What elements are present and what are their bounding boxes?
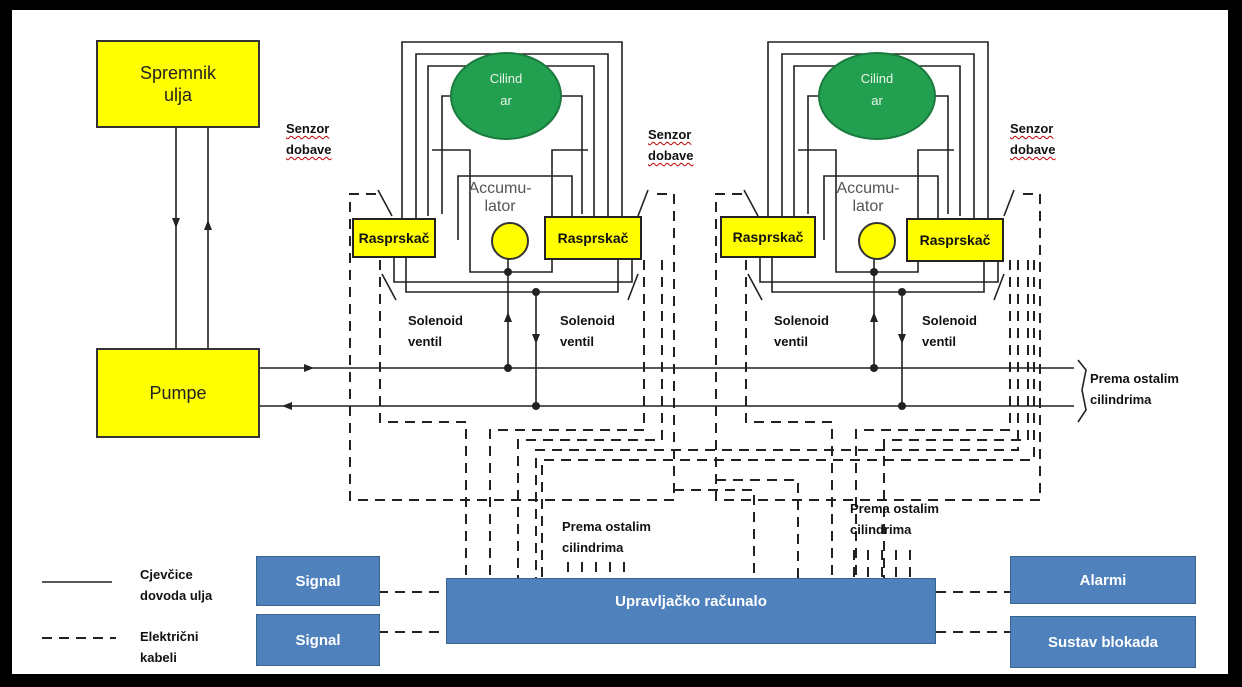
cylinder-2-label: Cilind ar xyxy=(860,71,894,108)
junction-dot xyxy=(504,268,512,276)
pipe-loop xyxy=(457,175,573,240)
flow-arrow xyxy=(870,312,878,322)
cable xyxy=(883,260,1029,578)
cylinder-2: Cilind ar xyxy=(818,52,936,140)
legend-electric-cables-label: Električni kabeli xyxy=(140,629,199,665)
signal-2-label: Signal xyxy=(295,631,341,649)
alarms-label: Alarmi xyxy=(1079,571,1127,589)
oil-tank-label: Spremnik ulja xyxy=(139,63,217,105)
controller-label: Upravljačko računalo xyxy=(615,593,767,610)
sensor-tick xyxy=(637,189,649,217)
sensor-1a-label: Senzor dobave xyxy=(286,121,332,157)
cable-loop xyxy=(715,193,1041,501)
cable xyxy=(489,260,645,578)
accumulator-1-label: Accumu- lator xyxy=(468,180,532,215)
sprayer-2a: Rasprskač xyxy=(720,216,816,258)
blocking-system-box: Sustav blokada xyxy=(1010,616,1196,668)
sensor-tick xyxy=(377,189,393,217)
junction-dot xyxy=(898,288,906,296)
junction-dot xyxy=(870,364,878,372)
flow-arrow xyxy=(204,220,212,230)
sprayer-2b: Rasprskač xyxy=(906,218,1004,262)
valve-tick xyxy=(993,273,1005,301)
cable xyxy=(855,260,1011,578)
pipe-loop xyxy=(401,41,623,220)
alarms-box: Alarmi xyxy=(1010,556,1196,604)
signal-box-2: Signal xyxy=(256,614,380,666)
accumulator-2-label: Accumu- lator xyxy=(836,180,900,215)
sprayer-1b-label: Rasprskač xyxy=(557,230,629,246)
to-others-right-label: Prema ostalim cilindrima xyxy=(1090,371,1179,407)
controller-box: Upravljačko računalo xyxy=(446,578,936,644)
pipe-loop xyxy=(393,256,633,283)
junction-dot xyxy=(532,402,540,410)
pumps-label: Pumpe xyxy=(149,383,207,403)
cable xyxy=(674,489,755,578)
flow-arrow xyxy=(504,312,512,322)
signal-1-label: Signal xyxy=(295,572,341,590)
cable-loop xyxy=(349,193,675,501)
pipe-loop xyxy=(759,256,999,283)
junction-dot xyxy=(532,288,540,296)
cable xyxy=(716,479,799,578)
accumulator-1 xyxy=(491,222,529,260)
to-others-mid-label: Prema ostalim cilindrima xyxy=(562,519,651,555)
junction-dot xyxy=(898,402,906,410)
sprayer-1a: Rasprskač xyxy=(352,218,436,258)
solenoid-2b-label: Solenoid ventil xyxy=(922,313,977,349)
valve-tick xyxy=(747,273,763,301)
junction-dot xyxy=(870,268,878,276)
sprayer-2a-label: Rasprskač xyxy=(732,229,804,245)
pipe-loop xyxy=(405,256,619,293)
cable xyxy=(745,260,833,578)
oil-tank-box: Spremnik ulja xyxy=(96,40,260,128)
pipe-loop xyxy=(767,41,989,220)
sensor-1b-label: Senzor dobave xyxy=(648,127,694,163)
legend-oil-pipes-label: Cjevčice dovoda ulja xyxy=(140,567,213,603)
pumps-box: Pumpe xyxy=(96,348,260,438)
sensor-tick xyxy=(743,189,759,217)
to-others-right-mid-label: Prema ostalim cilindrima xyxy=(850,501,939,537)
cable-cross xyxy=(541,260,1035,578)
pipe-loop xyxy=(771,256,985,293)
cable xyxy=(379,260,467,578)
connection-lines xyxy=(42,41,1087,639)
cable-cross xyxy=(535,260,1019,578)
sprayer-1b: Rasprskač xyxy=(544,216,642,260)
signal-box-1: Signal xyxy=(256,556,380,606)
flow-arrow xyxy=(282,402,292,410)
sprayer-1a-label: Rasprskač xyxy=(358,230,430,246)
sensor-tick xyxy=(1003,189,1015,217)
pipe-loop xyxy=(823,175,939,240)
blocking-label: Sustav blokada xyxy=(1047,633,1159,651)
valve-tick xyxy=(627,273,639,301)
sprayer-2b-label: Rasprskač xyxy=(919,232,991,248)
cylinder-1: Cilind ar xyxy=(450,52,562,140)
flow-arrow xyxy=(172,218,180,228)
cable xyxy=(517,260,663,578)
solenoid-1a-label: Solenoid ventil xyxy=(408,313,463,349)
valve-tick xyxy=(381,273,397,301)
solenoid-1b-label: Solenoid ventil xyxy=(560,313,615,349)
flow-arrow xyxy=(532,334,540,344)
junction-dot xyxy=(504,364,512,372)
flow-arrow xyxy=(898,334,906,344)
brace xyxy=(1077,359,1087,423)
cylinder-1-label: Cilind ar xyxy=(489,71,523,108)
sensor-2a-label: Senzor dobave xyxy=(1010,121,1056,157)
diagram-frame: Spremnik ulja Pumpe Cilind ar Accumu- la… xyxy=(12,10,1228,674)
flow-arrow xyxy=(304,364,314,372)
accumulator-2 xyxy=(858,222,896,260)
solenoid-2a-label: Solenoid ventil xyxy=(774,313,829,349)
